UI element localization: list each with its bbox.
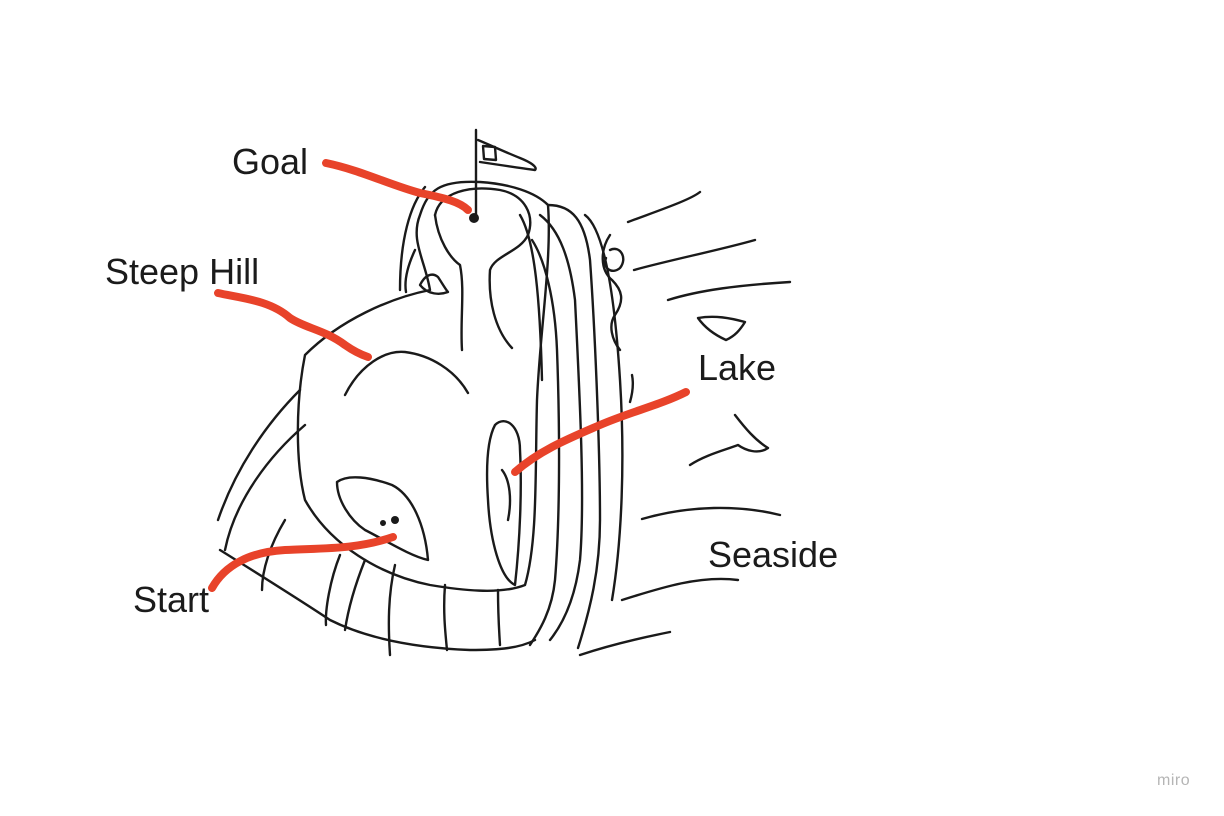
- goal-leader: [326, 163, 468, 210]
- start-dot: [391, 516, 399, 524]
- hilltop-plateau: [435, 188, 530, 348]
- upper-ridge: [400, 187, 425, 290]
- cliff-base: [220, 550, 535, 650]
- terrain-strokes: [218, 130, 790, 655]
- label-goal[interactable]: Goal: [232, 144, 308, 180]
- miro-watermark: miro: [1157, 772, 1190, 790]
- cliff-stroke-5: [498, 590, 500, 645]
- lake-shape: [487, 421, 521, 585]
- cliff-left-2: [225, 425, 305, 550]
- label-start[interactable]: Start: [133, 582, 209, 618]
- wave-5: [690, 415, 768, 465]
- wave-3: [668, 282, 790, 300]
- shore-curl: [605, 249, 623, 271]
- goal-dot: [469, 213, 479, 223]
- markers: [380, 213, 479, 526]
- flag-emblem: [483, 146, 496, 160]
- label-lake[interactable]: Lake: [698, 350, 776, 386]
- start-dot-2: [380, 520, 386, 526]
- wave-2: [634, 240, 755, 270]
- wave-4: [698, 317, 745, 340]
- steep-hill-leader: [218, 293, 368, 357]
- hilltop-left-slope: [435, 215, 462, 350]
- start-leader: [212, 537, 393, 588]
- flag-banner: [478, 140, 536, 170]
- upper-ridge-inner: [405, 250, 415, 292]
- cliff-stroke-4: [444, 585, 447, 650]
- label-seaside[interactable]: Seaside: [708, 537, 838, 573]
- cliff-stroke-6: [345, 560, 365, 630]
- cliff-stroke-2: [326, 555, 340, 625]
- wave-6: [642, 508, 780, 519]
- lake-leader: [515, 392, 686, 472]
- lake-inner: [502, 470, 510, 520]
- wave-7: [622, 579, 738, 600]
- wave-1: [628, 192, 700, 222]
- label-steep-hill[interactable]: Steep Hill: [105, 254, 259, 290]
- cliff-left: [218, 390, 300, 520]
- wave-8: [580, 632, 670, 655]
- shore-ticks: [630, 375, 633, 402]
